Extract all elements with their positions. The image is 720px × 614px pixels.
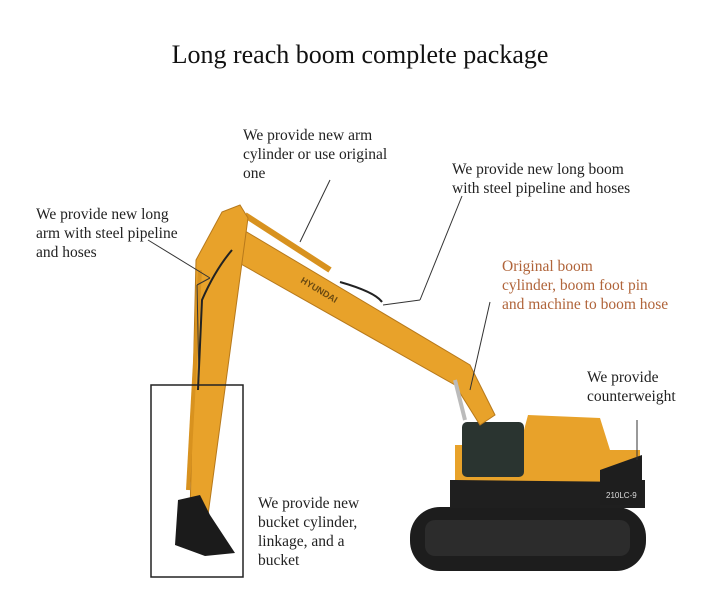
label-line: one [243, 165, 266, 182]
label-line: We provide new arm [243, 127, 373, 144]
label-line: and hoses [36, 244, 97, 261]
model-text: 210LC-9 [606, 491, 637, 500]
label-line: We provide new [258, 495, 360, 512]
counterweight [600, 455, 642, 505]
label-line: linkage, and a [258, 533, 345, 550]
page-title: Long reach boom complete package [171, 40, 549, 69]
label-line: bucket [258, 552, 300, 569]
boom [224, 227, 496, 426]
bucket [175, 495, 235, 556]
cab-window [462, 422, 524, 477]
label-line: bucket cylinder, [258, 514, 358, 531]
label-line: cylinder, boom foot pin [502, 277, 648, 294]
leader-lines [147, 179, 638, 460]
label-line: arm with steel pipeline [36, 225, 178, 242]
label-line: cylinder or use original [243, 146, 388, 163]
label-line: and machine to boom hose [502, 296, 669, 313]
label-original-parts: Original boom cylinder, boom foot pin and … [502, 257, 668, 314]
label-line: We provide new long [36, 206, 169, 223]
label-long-arm: We provide new long arm with steel pipeli… [36, 205, 178, 262]
label-bucket: We provide new bucket cylinder, linkage, a… [258, 494, 359, 570]
label-line: with steel pipeline and hoses [452, 180, 631, 197]
bucket-highlight-box [150, 384, 244, 578]
label-counterweight: We provide counterweight [587, 368, 676, 406]
label-line: counterweight [587, 388, 676, 405]
label-line: We provide new long boom [452, 161, 624, 178]
label-line: We provide [587, 369, 659, 386]
label-arm-cylinder: We provide new arm cylinder or use origin… [243, 126, 387, 183]
label-long-boom: We provide new long boom with steel pipel… [452, 160, 630, 198]
label-line: Original boom [502, 258, 593, 275]
